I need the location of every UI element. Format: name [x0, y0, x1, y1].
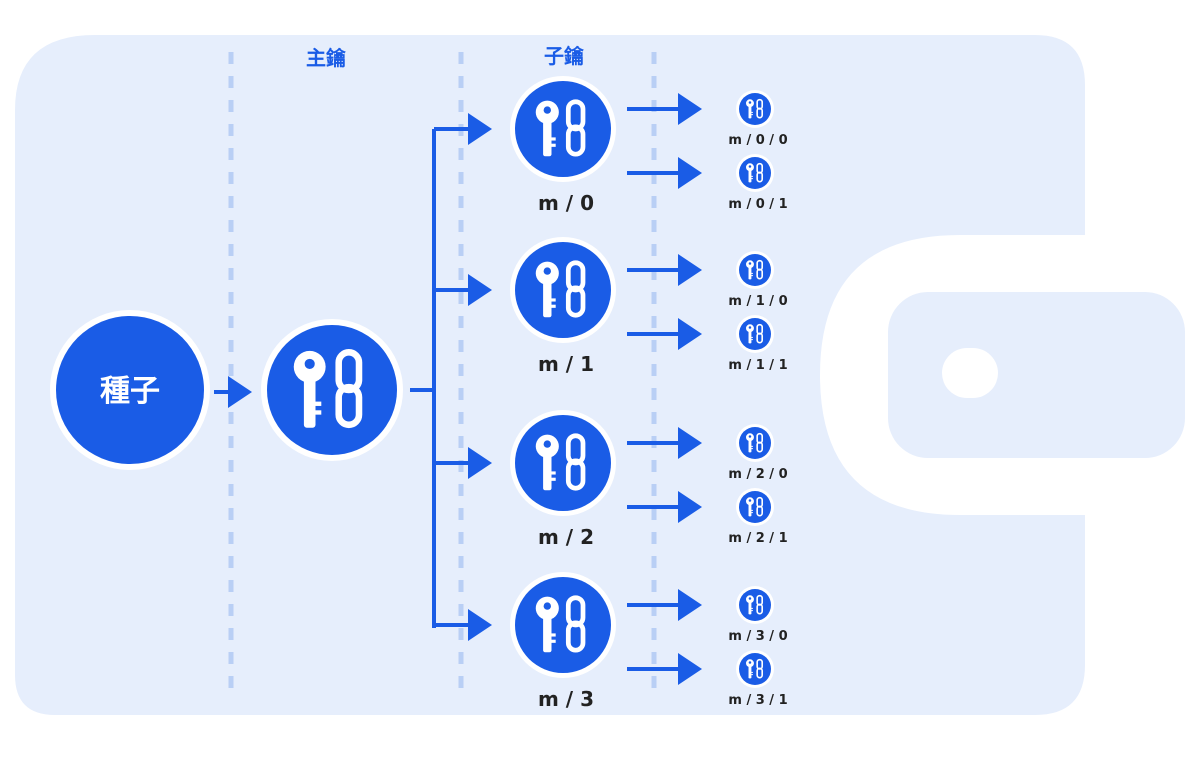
grandchild-key-node: m / 3 / 1 [728, 650, 788, 708]
child-key-label: m / 2 [538, 525, 594, 549]
grandchild-key-node: m / 2 / 1 [728, 488, 788, 546]
grandchild-key-label: m / 0 / 0 [728, 133, 787, 148]
child-key-label: m / 0 [538, 191, 594, 215]
child-key-node: m / 0 [510, 76, 616, 215]
branch-connector [410, 129, 436, 628]
grandchild-key-node: m / 3 / 0 [728, 586, 788, 644]
grandchild-key-label: m / 1 / 1 [728, 358, 787, 373]
seed-label: 種子 [100, 374, 160, 409]
grandchild-key-label: m / 2 / 1 [728, 531, 787, 546]
child-key-node: m / 3 [510, 572, 616, 711]
wallet-clasp [888, 292, 1185, 458]
child-key-label: m / 3 [538, 687, 594, 711]
grandchild-key-node: m / 0 / 1 [728, 154, 788, 212]
child-key-node: m / 1 [510, 237, 616, 376]
child-key-label: m / 1 [538, 352, 594, 376]
master-key-header: 主鑰 [306, 46, 346, 70]
seed-node: 種子 [50, 310, 210, 470]
wallet-background [15, 35, 1185, 715]
grandchild-key-label: m / 3 / 1 [728, 693, 787, 708]
child-key-header: 子鑰 [544, 44, 584, 68]
grandchild-key-label: m / 0 / 1 [728, 197, 787, 212]
child-key-node: m / 2 [510, 410, 616, 549]
master-key-node [261, 319, 403, 461]
grandchild-key-label: m / 2 / 0 [728, 467, 787, 482]
grandchild-key-node: m / 1 / 0 [728, 251, 788, 309]
grandchild-key-label: m / 1 / 0 [728, 294, 787, 309]
grandchild-key-node: m / 0 / 0 [728, 90, 788, 148]
grandchild-key-label: m / 3 / 0 [728, 629, 787, 644]
wallet-clasp-hole [942, 348, 998, 398]
grandchild-key-node: m / 1 / 1 [728, 315, 788, 373]
grandchild-key-node: m / 2 / 0 [728, 424, 788, 482]
